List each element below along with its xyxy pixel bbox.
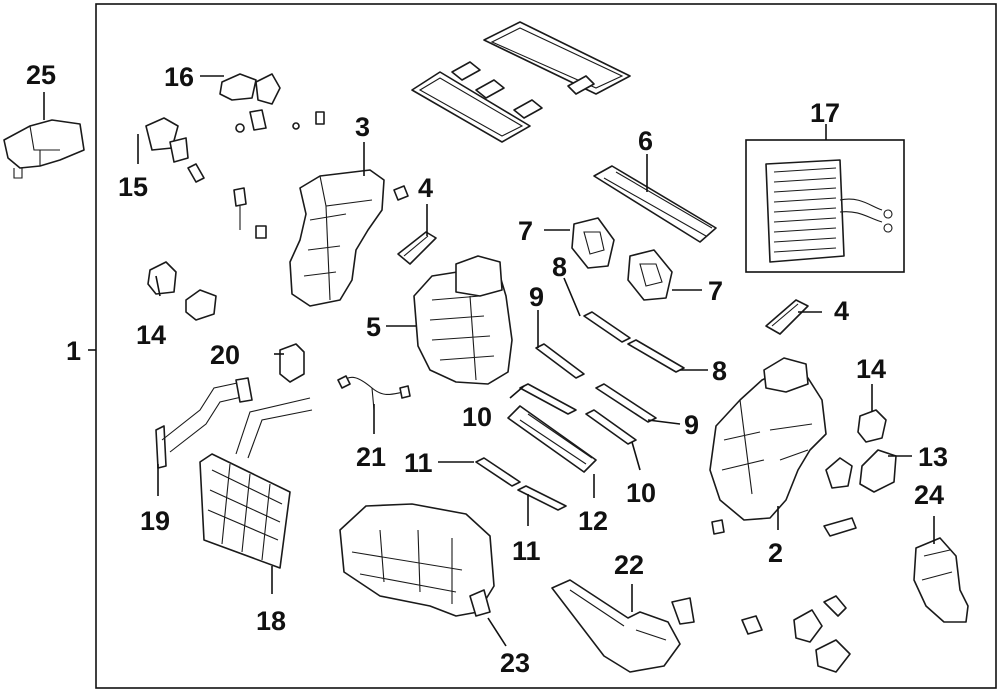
callout-12: 12 (578, 506, 608, 536)
part-11-12-rods (475, 457, 567, 511)
part-20-block (279, 343, 305, 383)
part-14-actuator-right (857, 409, 887, 443)
part-8-links (583, 311, 685, 373)
callout-2: 2 (768, 538, 783, 568)
part-4-door-right (765, 299, 809, 335)
callout-5: 5 (366, 312, 381, 342)
callout-15: 15 (118, 172, 148, 202)
callout-20: 20 (210, 340, 240, 370)
part-14-actuator-left (147, 261, 217, 321)
callout-4-upper: 4 (418, 173, 433, 203)
part-16-actuator (219, 73, 325, 133)
part-21-harness (337, 375, 411, 411)
callout-17: 17 (810, 98, 840, 128)
callout-3: 3 (355, 112, 370, 142)
callout-8-right: 8 (712, 356, 727, 386)
callout-4-right: 4 (834, 296, 849, 326)
callout-8-upper: 8 (552, 252, 567, 282)
callout-24: 24 (914, 480, 944, 510)
callout-9-right: 9 (684, 410, 699, 440)
callout-1: 1 (66, 336, 81, 366)
callout-6: 6 (638, 126, 653, 156)
callout-7-right: 7 (708, 276, 723, 306)
part-5-blower-case (413, 255, 513, 385)
callout-25: 25 (26, 60, 56, 90)
part-18-heater-core (199, 397, 313, 569)
part-22-duct (551, 579, 695, 673)
part-fasteners-left (233, 187, 267, 239)
part-7-doors (571, 217, 673, 301)
part-25-bracket (3, 119, 85, 179)
callout-16: 16 (164, 62, 194, 92)
leader-lines (43, 75, 935, 647)
part-3-upper-case (289, 169, 409, 307)
part-2-lower-case (709, 357, 827, 535)
callout-18: 18 (256, 606, 286, 636)
callout-11-left: 11 (404, 448, 433, 478)
callout-23: 23 (500, 648, 530, 678)
callout-7-left: 7 (518, 216, 533, 246)
callout-22: 22 (614, 550, 644, 580)
callout-10-left: 10 (462, 402, 492, 432)
evaporator-inset-frame (745, 139, 905, 273)
part-24-duct (913, 537, 969, 623)
assembly-frame (95, 3, 997, 689)
part-13-actuator (825, 449, 897, 493)
part-23-lower-case (339, 503, 495, 617)
callout-10-right: 10 (626, 478, 656, 508)
part-9-links (535, 343, 657, 423)
part-19-pipes (155, 377, 253, 469)
part-15-actuator (145, 117, 205, 183)
callout-labels: 1 2 3 4 4 5 6 7 7 8 8 9 9 10 10 11 11 12… (26, 60, 948, 678)
part-17-evaporator (765, 159, 893, 263)
callout-14-right: 14 (856, 354, 886, 384)
callout-13: 13 (918, 442, 948, 472)
part-fasteners-right (741, 517, 857, 673)
callout-21: 21 (356, 442, 386, 472)
callout-14-left: 14 (136, 320, 166, 350)
part-seals-top (411, 21, 631, 143)
part-6-long-door (593, 165, 717, 243)
callout-11-lower: 11 (512, 536, 541, 566)
part-10-parts (507, 383, 637, 473)
part-4-door-upper (397, 231, 437, 265)
callout-19: 19 (140, 506, 170, 536)
callout-9-upper: 9 (529, 282, 544, 312)
